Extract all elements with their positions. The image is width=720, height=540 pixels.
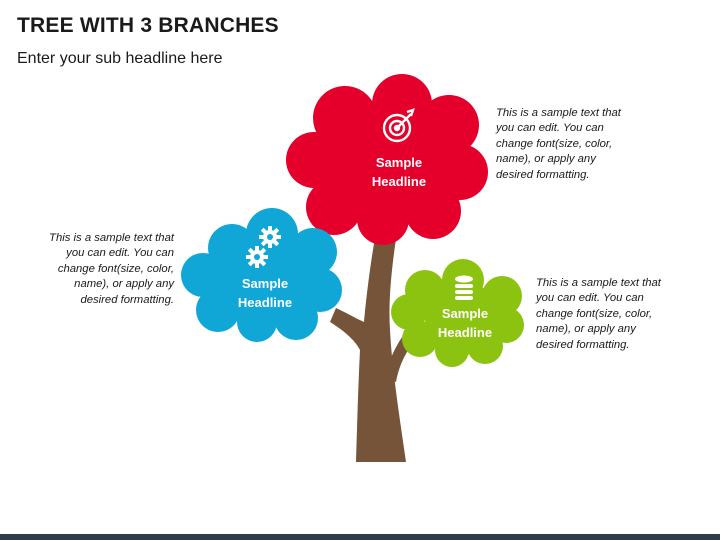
database-icon: [455, 275, 473, 300]
page-subtitle: Enter your sub headline here: [17, 50, 223, 67]
description-red: This is a sample text that you can edit.…: [496, 107, 621, 181]
cloud-red: [286, 74, 488, 245]
cloud-green: [391, 259, 524, 367]
target-icon: [382, 108, 415, 143]
page-title: TREE WITH 3 BRANCHES: [17, 14, 279, 37]
footer-bar: [0, 534, 720, 540]
gears-icon: [246, 226, 281, 268]
description-blue: This is a sample text that you can edit.…: [49, 232, 174, 306]
headline-red: Sample Headline: [371, 155, 427, 189]
headline-green: Sample Headline: [437, 306, 493, 340]
tree-trunk: [330, 232, 406, 462]
description-green: This is a sample text that you can edit.…: [536, 277, 661, 351]
headline-blue: Sample Headline: [237, 276, 293, 310]
